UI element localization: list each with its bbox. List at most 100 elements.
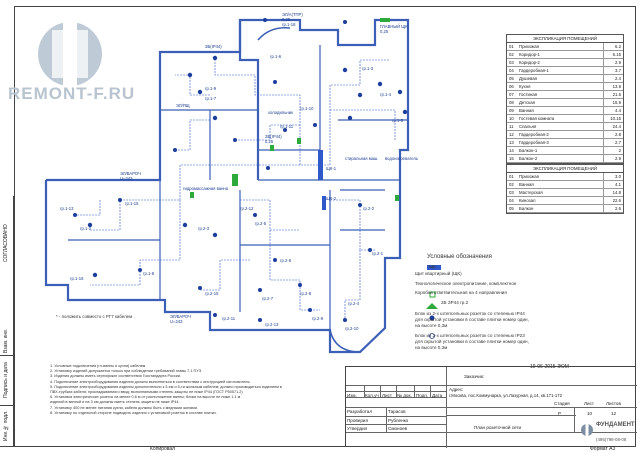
legend: Условные обозначения ЩК Щит квартирный (… [415,254,615,350]
plan-label: гр.2-12 [240,206,254,211]
note-line: 1. Условные подключения (гл-ванны и кухн… [50,364,146,368]
stamp-header: Кол.уч [365,393,379,398]
room-name: Гардеробная-3 [517,138,603,148]
plan-label: гр.2-9 [312,316,324,321]
legend-item: Блок из 2-х штепсельных розеток со степе… [415,333,525,338]
room-number: 05 [507,204,517,214]
stamp-header: Подп. [416,393,429,398]
plan-label: гр.1-13 [60,206,74,211]
plan-label: 0,25 [282,17,291,22]
company-phone: (495)798-08-08 [596,437,627,442]
room-area: 3.0 [602,173,623,182]
legend-item: на высоте 0,3м [415,323,448,328]
stage-label: Стадия [554,401,570,406]
plan-label: ГЛАВНЫЙ ЩК [380,24,408,29]
room-number: 11 [507,122,517,132]
plan-label: гр.2-4 [348,301,360,306]
room-area: 4.4 [602,106,623,116]
room-name: Спальня [517,122,603,132]
company-name: ФУНДАМЕНТ [596,422,635,428]
legend-item: Технологическое электропитание, комплект… [415,281,517,286]
room-name: Балкон-2 [517,154,603,164]
plan-label: гр.2-11 [222,316,236,321]
plan-label: стиральная маш. [345,156,378,161]
room-name: Гардеробная-1 [517,66,603,76]
plan-label: ЗБ(IP44) [205,44,222,49]
note-line: 7. Установку 400 не менее питания кухни,… [50,405,198,410]
room-name: Кухня [517,82,603,92]
room-name: Гостевая комната [517,114,603,124]
plan-label: U=243 [170,319,183,324]
legend-title: Условные обозначения [427,254,492,260]
legend-item: Коробка ответвительная на 4 направления [415,290,507,295]
sheet-value: 10 [587,411,593,416]
plan-label: водонагреватель [385,156,419,161]
drawing-code: 19-06-2015-ЭОМ [530,364,569,370]
role-label: Разработал [347,409,373,414]
plan-label: гр.2-5 [255,221,267,226]
room-number: 07 [507,90,517,100]
plan-label: 0,25 [380,29,389,34]
room-name: Гардеробная-2 [517,130,603,140]
room-area: 2.9 [602,58,623,68]
room-number: 01 [507,43,517,52]
room-area: 2.9 [602,154,623,164]
room-area: 6.15 [602,50,623,60]
room-area: 15.9 [602,98,623,108]
stamp-header: Изм. [347,393,357,398]
plan-label: ЭЛ/ЯЩ [176,103,190,108]
plan-label: гр.1-18 [282,22,296,27]
legend-item: 2Б ЗР44 гр.2 [441,300,469,305]
explication-title: ЭКСПЛИКАЦИЯ ПОМЕЩЕНИЙ [507,165,623,173]
room-number: 09 [507,106,517,116]
room-area: 4.1 [602,180,623,190]
legend-item: Щит квартирный (ЩК) [415,271,462,276]
room-name: Гостиная [517,90,603,100]
title-block: Изм. Кол.уч Лист № док. Подп. Дата Заказ… [345,366,637,448]
room-name: Ванная [517,180,603,190]
legend-item: ЩК [429,264,436,269]
plan-label: U=243 [120,176,133,181]
room-number: 13 [507,138,517,148]
plan-label: гр.2-10 [345,326,359,331]
room-number: 04 [507,196,517,206]
plan-label: гидромассажная ванна [183,186,229,191]
copied-by: Копировал [150,446,176,452]
plan-label: гр.2-15 [205,291,219,296]
room-name: Душевая [517,74,603,84]
room-number: 12 [507,130,517,140]
note-line: ПВХ-трубках кабеля; прокладываемого ввод… [50,390,243,395]
plan-label: гр.2-13 [265,322,279,327]
plan-label: ЭЛ/ВАРОЧ [120,171,141,176]
plan-label: гр.1-9 [205,86,217,91]
customer-label: Заказчик: [464,374,485,379]
company-logo-icon [581,424,593,436]
room-number: 03 [507,188,517,198]
room-number: 02 [507,180,517,190]
legend-socket-ip44-icon [429,315,435,321]
role-label: Утвердил [347,426,368,431]
note-line: 3. Изделия должны иметь сертификат соотв… [50,374,182,379]
plan-label: гр.2-1 [372,251,384,256]
sheet-label: Лист [584,401,594,406]
explication-title: ЭКСПЛИКАЦИЯ ПОМЕЩЕНИЙ [507,35,623,43]
plan-label: 0,25 [265,139,274,144]
room-number: 05 [507,74,517,84]
room-name: Прихожая [517,173,603,182]
room-area: 2 [602,146,623,156]
role-name: Тарасов [388,409,406,414]
